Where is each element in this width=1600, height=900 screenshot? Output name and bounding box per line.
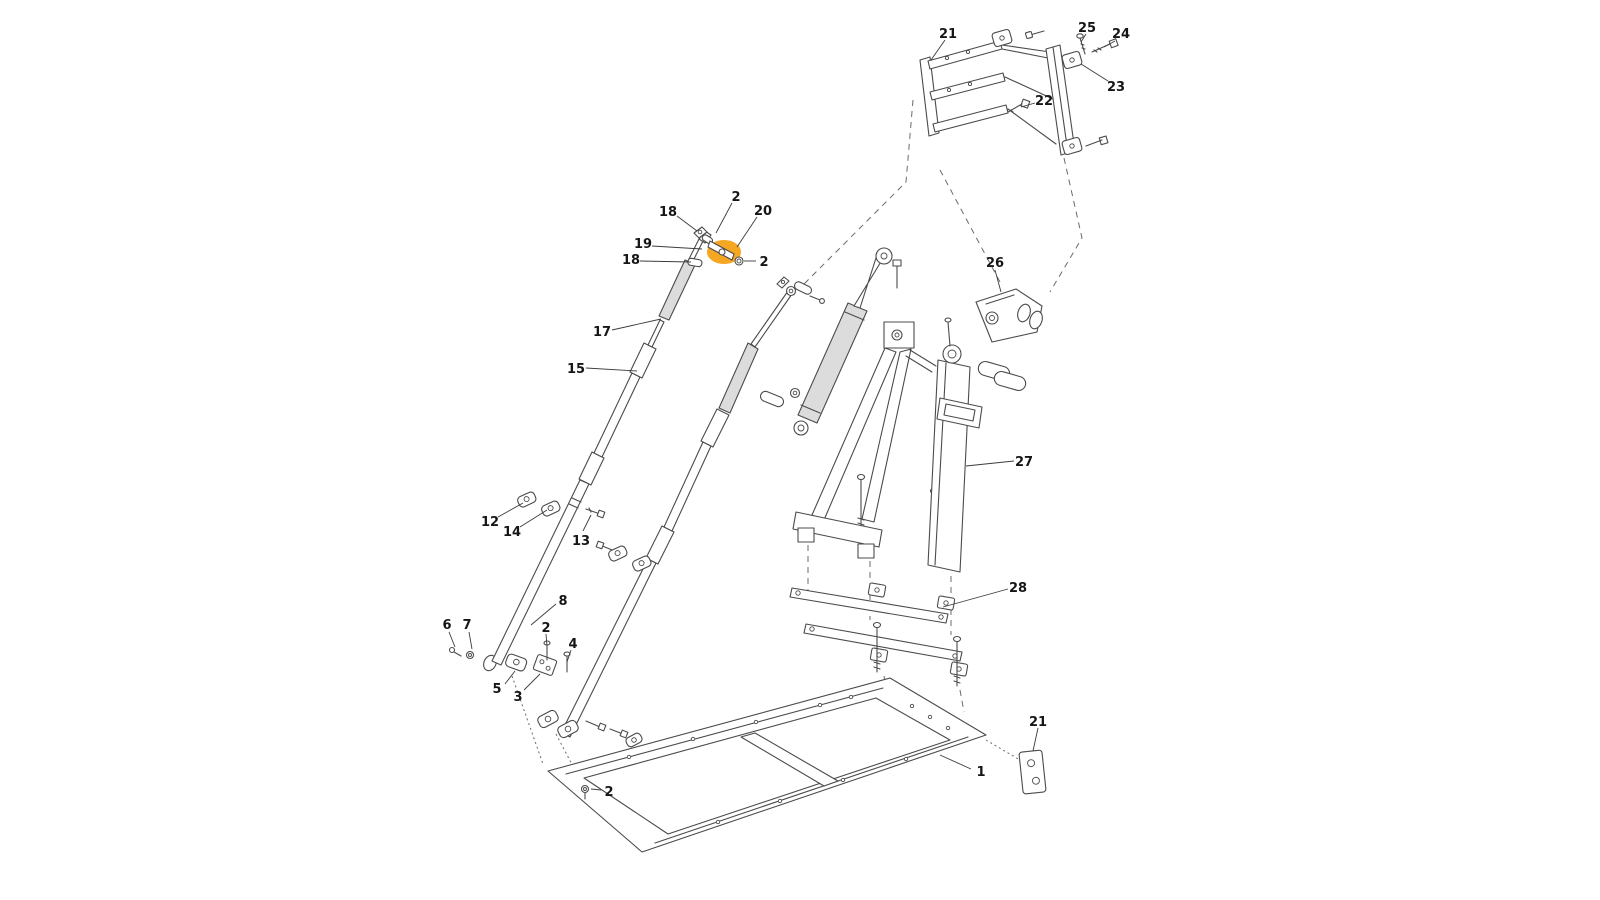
leader-line	[519, 509, 548, 528]
tube-foot-hardware-right	[537, 709, 643, 748]
spreader-bars	[789, 473, 969, 687]
leader-line	[523, 673, 541, 691]
corner-clamp	[1061, 50, 1083, 70]
part-number-label: 12	[481, 515, 499, 530]
part-number-label: 22	[1035, 94, 1053, 109]
part-number-label: 1	[976, 765, 985, 780]
mount-bolt	[872, 621, 882, 673]
leader-line	[504, 670, 516, 685]
leader-line	[676, 215, 698, 232]
leader-line	[1080, 33, 1087, 43]
top-frame-assembly	[919, 28, 1119, 156]
leader-line	[939, 754, 972, 770]
part-number-label: 4	[568, 637, 577, 652]
part-number-label: 2	[541, 621, 550, 636]
leader-line	[530, 603, 557, 626]
part-number-label: 21	[1029, 715, 1047, 730]
leader-line	[994, 269, 1002, 293]
tube-clamps-mid	[595, 540, 652, 572]
part-number-label: 14	[503, 525, 521, 540]
leader-line	[1020, 102, 1036, 108]
part-number-label: 5	[492, 682, 501, 697]
part-number-label: 6	[442, 618, 451, 633]
part-number-label: 18	[659, 205, 677, 220]
tube-foot-hardware-left	[448, 640, 571, 676]
part-number-label: 18	[622, 253, 640, 268]
leader-line	[1032, 727, 1039, 752]
leader-line	[448, 631, 456, 648]
part-number-label: 28	[1009, 581, 1027, 596]
mount-bolt	[952, 635, 962, 687]
leader-line	[639, 260, 692, 263]
part-number-label: 7	[462, 618, 471, 633]
part-number-label: 20	[754, 204, 772, 219]
part-number-label: 17	[593, 325, 611, 340]
part-number-label: 2	[604, 785, 613, 800]
part-number-label: 24	[1112, 27, 1130, 42]
stabilizer-tube-right	[560, 276, 825, 738]
leader-line	[715, 202, 733, 234]
hydraulic-cylinder	[759, 247, 893, 436]
leader-lines	[448, 33, 1116, 791]
frame-bolt	[580, 784, 590, 800]
base-frame	[547, 677, 987, 853]
bottom-bracket	[1018, 749, 1047, 795]
leader-line	[651, 245, 703, 250]
mount-bolt	[856, 473, 866, 529]
leader-line	[545, 633, 548, 647]
part-number-label: 26	[986, 256, 1004, 271]
stabilizer-tube-left	[483, 230, 712, 672]
leader-line	[590, 788, 602, 791]
leader-line	[611, 318, 662, 331]
part-number-label: 15	[567, 362, 585, 377]
part-number-label: 3	[513, 690, 522, 705]
part-number-label: 21	[939, 27, 957, 42]
part-number-label: 13	[572, 534, 590, 549]
leader-line	[942, 588, 1009, 608]
part-number-label: 8	[558, 594, 567, 609]
leader-line	[497, 502, 524, 518]
mast-assembly	[792, 259, 983, 573]
part-number-label: 2	[731, 190, 740, 205]
leader-line	[468, 631, 473, 650]
tube-clamps-upper	[517, 491, 606, 519]
leader-line	[930, 39, 946, 61]
leader-line	[566, 649, 572, 663]
part-number-label: 19	[634, 237, 652, 252]
linkage-highlighted	[687, 226, 744, 268]
corner-clamp	[991, 28, 1013, 48]
leader-line	[736, 216, 758, 248]
part-number-label: 2	[759, 255, 768, 270]
leader-line	[1103, 40, 1116, 48]
pivot-bracket	[975, 288, 1043, 392]
leader-line	[582, 514, 592, 532]
part-number-label: 25	[1078, 21, 1096, 36]
part-number-label: 27	[1015, 455, 1033, 470]
leader-line	[1080, 63, 1109, 82]
part-number-label: 23	[1107, 80, 1125, 95]
corner-clamp	[1061, 136, 1083, 156]
leader-line	[585, 367, 638, 372]
leader-line	[965, 460, 1015, 467]
